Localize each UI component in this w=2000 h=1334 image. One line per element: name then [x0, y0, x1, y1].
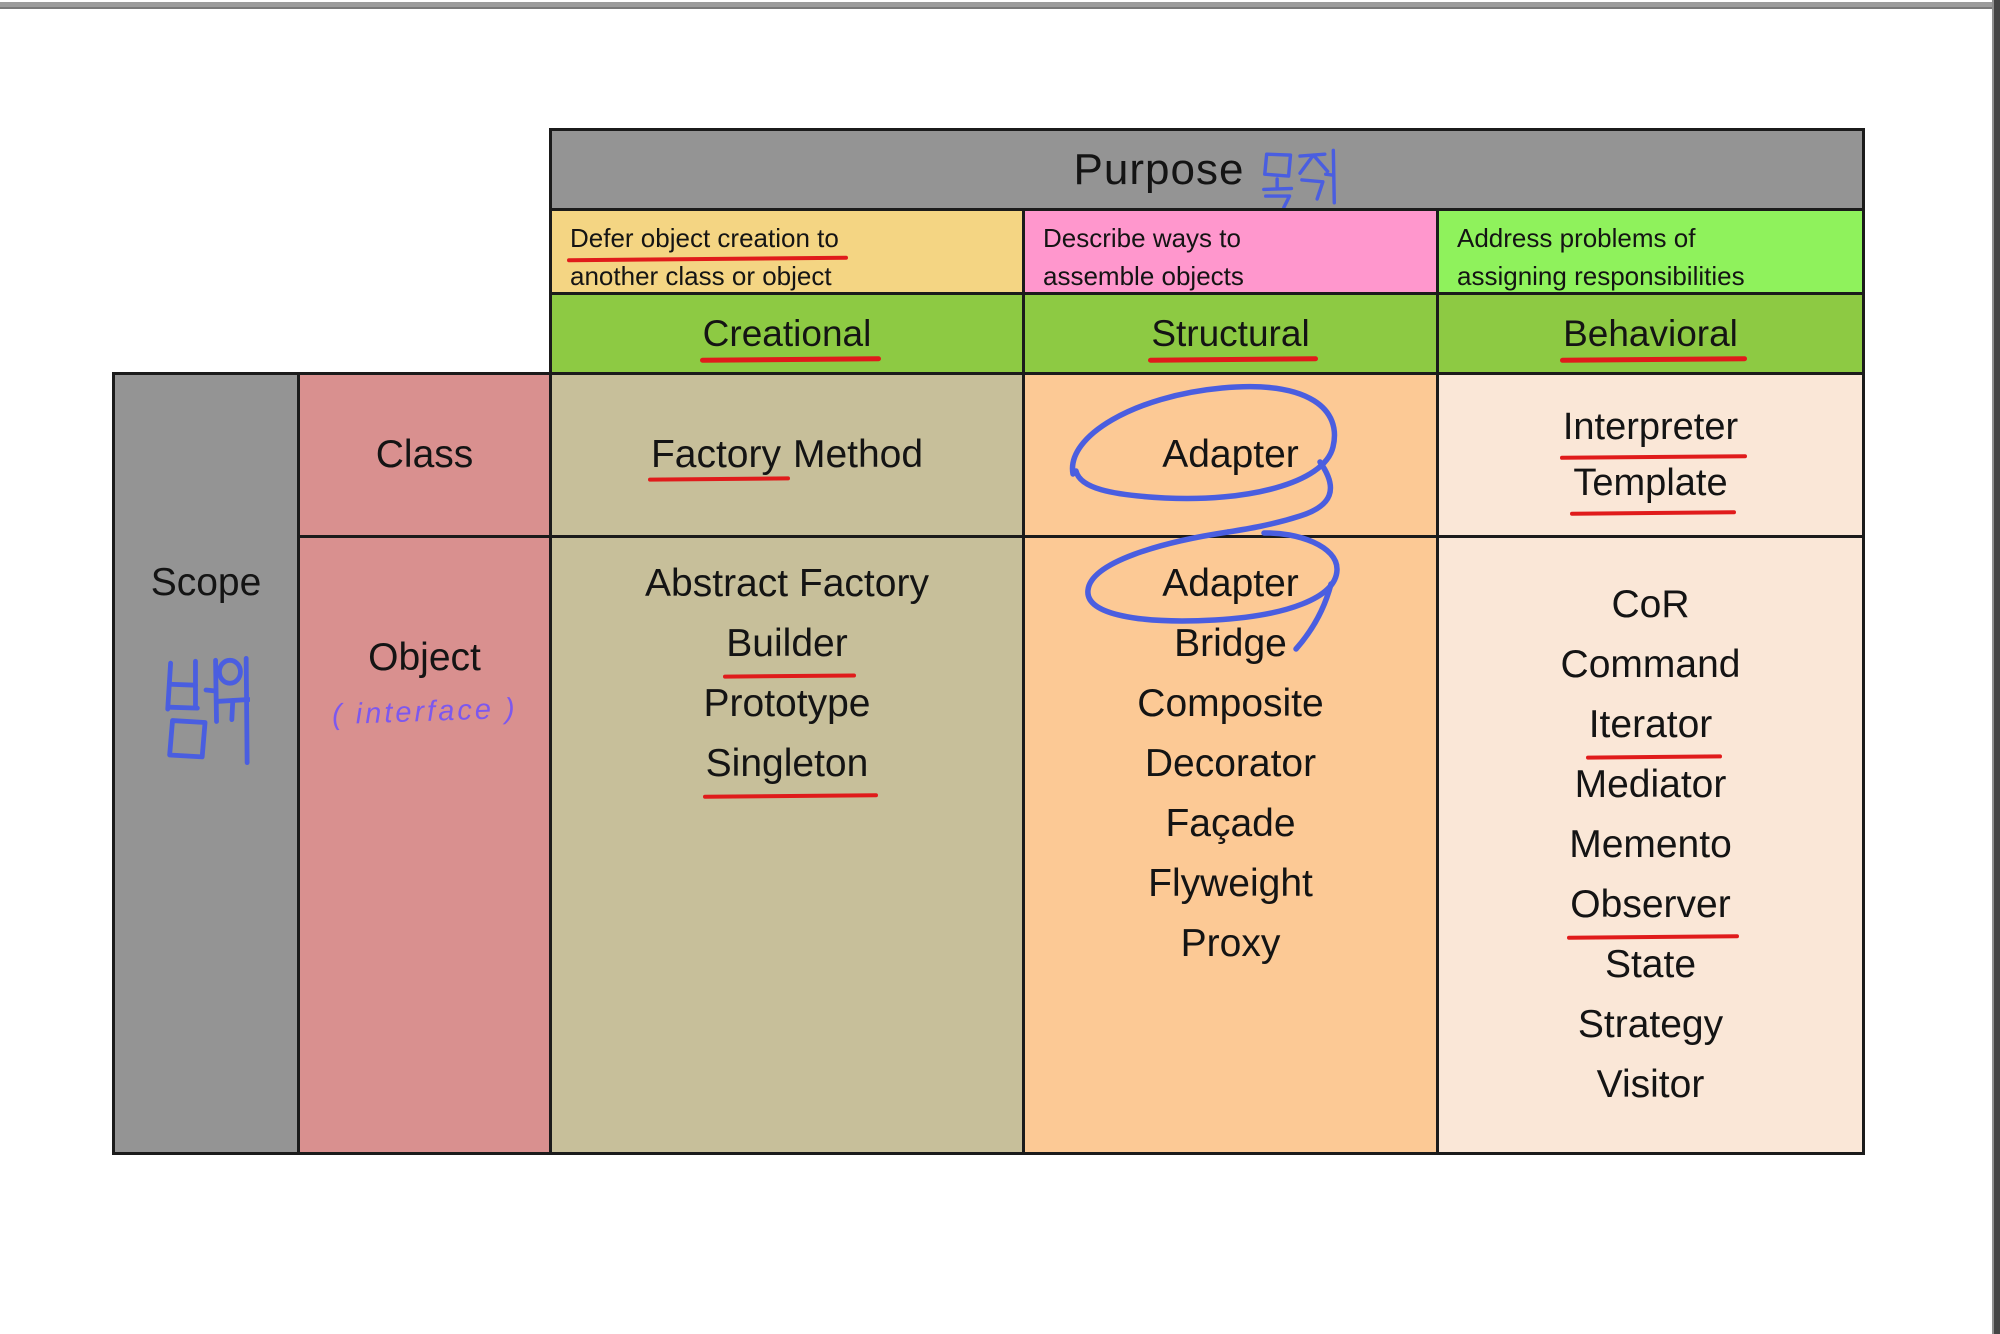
creational-description-cell: Defer object creation to another class o… [549, 208, 1025, 295]
description-line: assemble objects [1043, 257, 1244, 295]
behavioral-header-label: Behavioral [1563, 312, 1738, 354]
pattern-item: Builder [726, 614, 847, 674]
structural-header-cell: Structural [1022, 292, 1439, 375]
pattern-item: Composite [1137, 682, 1324, 725]
object-label: Object [368, 636, 481, 679]
description-line: Defer object creation to [570, 219, 839, 257]
scope-label: Scope [150, 561, 262, 604]
purpose-label: Purpose [1073, 144, 1245, 194]
structural-description-cell: Describe ways to assemble objects [1022, 208, 1439, 295]
creational-header-label: Creational [702, 312, 872, 354]
pattern-item: Strategy [1577, 1003, 1724, 1046]
pattern-item: Bridge [1174, 622, 1287, 665]
description-line: Address problems of [1457, 223, 1696, 253]
pattern-item: Command [1560, 643, 1741, 686]
behavioral-description-cell: Address problems of assigning responsibi… [1436, 208, 1865, 295]
window-top-edge [0, 2, 2000, 9]
class-row-header: Class [297, 372, 552, 538]
purpose-header-cell: Purpose [549, 128, 1865, 211]
pattern-item: Proxy [1180, 922, 1281, 965]
pattern-item: Iterator [1589, 695, 1713, 755]
scope-header-cell: Scope [112, 372, 300, 1155]
pattern-item: CoR [1611, 583, 1690, 626]
pattern-item: Flyweight [1148, 862, 1313, 905]
pattern-item: Mediator [1574, 763, 1727, 806]
pattern-item: Decorator [1144, 742, 1317, 785]
purpose-korean-annotation [1262, 148, 1337, 209]
pattern-item: Observer [1570, 875, 1730, 935]
pattern-item: State [1604, 943, 1697, 986]
pattern-item: Prototype [703, 682, 871, 725]
structural-header-label: Structural [1151, 312, 1310, 354]
window-right-edge [1992, 0, 2000, 1334]
description-line: another class or object [570, 257, 832, 295]
pattern-item: Singleton [706, 734, 869, 794]
cell-class-structural: Adapter [1022, 372, 1439, 538]
pattern-item: Template [1573, 455, 1727, 511]
pattern-item: Interpreter [1563, 399, 1738, 455]
behavioral-header-cell: Behavioral [1436, 292, 1865, 375]
pattern-item: Adapter [1162, 433, 1299, 476]
scope-korean-annotation [165, 656, 250, 766]
pattern-item: Adapter [1162, 562, 1299, 605]
creational-header-cell: Creational [549, 292, 1025, 375]
class-label: Class [375, 433, 474, 476]
pattern-item: Factory [650, 433, 781, 476]
object-interface-annotation: ( interface ) [331, 692, 518, 732]
pattern-item: Abstract Factory [645, 562, 929, 605]
cell-class-creational: Factory Method [549, 372, 1025, 538]
description-line: Describe ways to [1043, 223, 1241, 253]
pattern-item: Method [792, 433, 924, 476]
pattern-item: Façade [1165, 802, 1296, 845]
object-row-header: Object ( interface ) [297, 535, 552, 1155]
description-line: assigning responsibilities [1457, 257, 1745, 295]
pattern-item: Visitor [1596, 1063, 1705, 1106]
pattern-item: Memento [1569, 823, 1732, 866]
